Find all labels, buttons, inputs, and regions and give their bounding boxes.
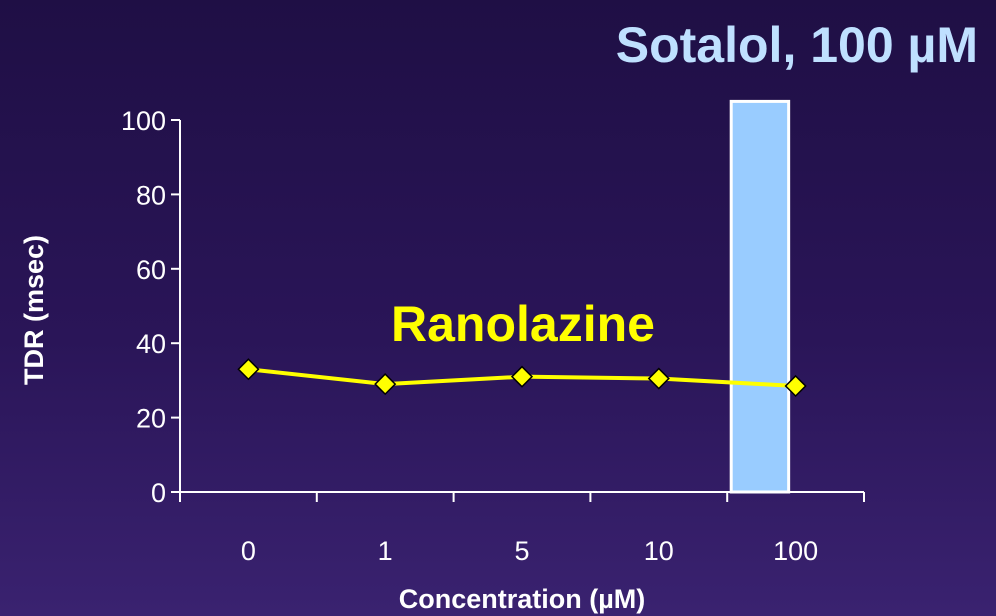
y-tick-label: 0 [151,478,166,508]
ranolazine-point [510,365,534,388]
ranolazine-point [784,374,807,398]
x-tick-label: 0 [241,536,256,566]
ranolazine-annotation: Ranolazine [391,296,655,352]
series [237,358,807,398]
sotalol-bar [729,99,791,494]
y-axis-title: TDR (msec) [19,235,49,385]
y-tick-label: 60 [136,255,166,285]
x-tick-label: 10 [644,536,674,566]
sotalol-annotation: Sotalol, 100 µM [616,17,978,73]
ranolazine-point [647,367,670,390]
y-tick-label: 80 [136,180,166,210]
x-tick-label: 100 [773,536,818,566]
y-tick-label: 100 [121,106,166,136]
x-tick-label: 5 [514,536,529,566]
bars [729,99,791,494]
x-axis-title: Concentration (µM) [399,584,646,614]
y-tick-label: 20 [136,404,166,434]
labels: 0 20 40 60 80 100 0 1 5 10 100 [121,106,818,566]
y-tick-label: 40 [136,329,166,359]
ranolazine-point [374,373,397,396]
ranolazine-point [237,358,260,381]
x-tick-label: 1 [378,536,393,566]
